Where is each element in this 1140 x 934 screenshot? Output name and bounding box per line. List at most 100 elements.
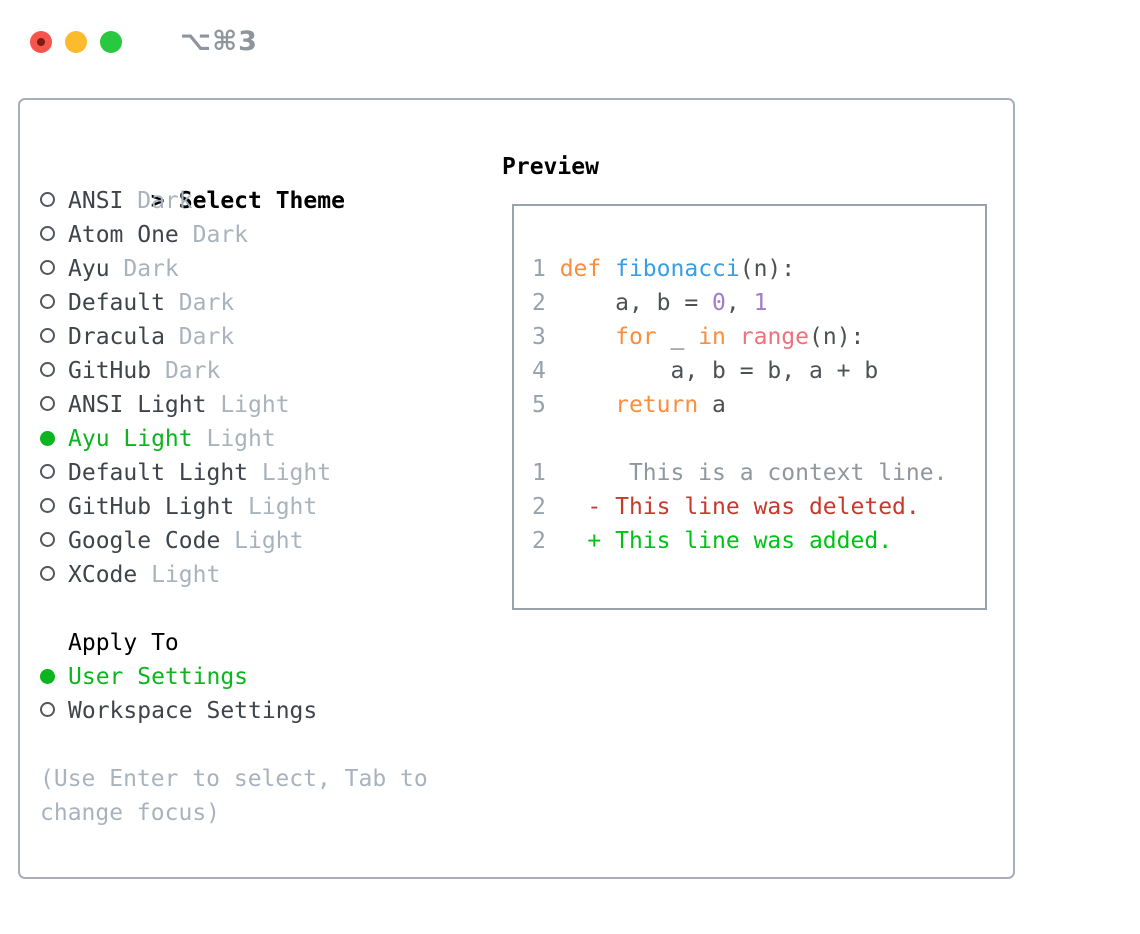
theme-variant: Light [220,528,304,554]
code-line: 2 - This line was deleted. [532,490,985,524]
code-line: 4 a, b = b, a + b [532,354,985,388]
line-number: 2 [532,290,560,316]
code-token: 0 [712,290,726,316]
theme-option-github-dark[interactable]: GitHub Dark [40,354,470,388]
code-line: 2 a, b = 0, 1 [532,286,985,320]
close-button[interactable] [30,30,52,53]
code-token: a [698,392,726,418]
theme-option-ansi-light-light[interactable]: ANSI Light Light [40,388,470,422]
line-number: 5 [532,392,560,418]
theme-name: GitHub Light [68,494,235,520]
theme-name: ANSI [68,188,124,214]
code-line: 2 + This line was added. [532,524,985,558]
code-token: a, b = [559,290,713,316]
zoom-button[interactable] [100,30,122,53]
theme-variant: Dark [178,222,249,248]
theme-name: Atom One [68,222,179,248]
radio-icon [40,218,68,252]
radio-icon [40,320,68,354]
theme-variant: Dark [164,290,235,316]
code-token: for [615,324,657,350]
code-token: return [615,392,699,418]
code-line: 5 return a [532,388,985,422]
theme-variant: Light [248,460,332,486]
theme-option-dracula-dark[interactable]: Dracula Dark [40,320,470,354]
theme-name: Ayu [68,256,110,282]
line-number: 4 [532,358,560,384]
code-token: + This line was added. [559,528,893,554]
theme-option-github-light-light[interactable]: GitHub Light Light [40,490,470,524]
theme-variant: Light [206,392,290,418]
radio-icon [40,490,68,524]
code-token: fibonacci [615,256,740,282]
code-line [532,422,985,456]
window-title: ⌥⌘3 [180,26,258,57]
radio-icon [40,184,68,218]
code-token [560,392,615,418]
theme-variant: Dark [151,358,221,384]
radio-icon [40,286,68,320]
code-token: - This line was deleted. [559,494,920,520]
code-token: (n): [809,324,865,350]
theme-option-atom-one-dark[interactable]: Atom One Dark [40,218,470,252]
code-token: def [559,256,602,282]
code-token: in [698,324,726,350]
minimize-button[interactable] [65,30,87,53]
code-line: 1 def fibonacci(n): [532,252,985,286]
theme-option-ayu-light-light[interactable]: Ayu Light Light [40,422,470,456]
unsaved-dot-icon [37,37,45,46]
apply-to-header: Apply To [68,630,179,656]
code-token: , [725,290,754,316]
code-token [601,256,615,282]
theme-variant: Light [137,562,221,588]
code-token [726,324,740,350]
titlebar: ⌥⌘3 [30,26,258,57]
theme-option-xcode-light[interactable]: XCode Light [40,558,470,592]
theme-variant: Light [192,426,276,452]
radio-icon [40,354,68,388]
line-number: 2 [532,528,560,554]
theme-name: GitHub [68,358,152,384]
code-token: _ [656,324,699,350]
theme-name: Ayu Light [68,426,193,452]
theme-option-ayu-dark[interactable]: Ayu Dark [40,252,470,286]
radio-icon [40,558,68,592]
radio-icon [40,388,68,422]
theme-option-ansi-dark[interactable]: ANSI Dark [40,184,470,218]
radio-icon [40,252,68,286]
code-line: 1 This is a context line. [532,456,985,490]
theme-variant: Light [234,494,318,520]
theme-name: ANSI Light [68,392,207,418]
theme-variant: Dark [109,256,179,282]
preview-title: Preview [502,154,599,180]
theme-name: Default Light [68,460,249,486]
apply-option-label: User Settings [68,664,249,690]
select-theme-header: >Select Theme [40,150,470,214]
theme-name: Default [68,290,165,316]
theme-name: XCode [68,562,138,588]
theme-option-default-light-light[interactable]: Default Light Light [40,456,470,490]
apply-option-workspace-settings[interactable]: Workspace Settings [40,694,470,728]
radio-icon [40,694,68,728]
code-token: 1 [753,290,768,316]
select-theme-title: Select Theme [178,188,345,214]
apply-option-user-settings[interactable]: User Settings [40,660,470,694]
theme-option-google-code-light[interactable]: Google Code Light [40,524,470,558]
code-token [560,324,615,350]
line-number: 2 [532,494,560,520]
radio-icon [40,524,68,558]
line-number: 3 [532,324,560,350]
theme-variant: Dark [164,324,235,350]
theme-option-default-dark[interactable]: Default Dark [40,286,470,320]
selected-radio-icon [40,660,68,694]
code-token: range [739,324,809,350]
code-token: This is a context line. [559,460,948,486]
selected-radio-icon [40,422,68,456]
theme-name: Google Code [68,528,221,554]
